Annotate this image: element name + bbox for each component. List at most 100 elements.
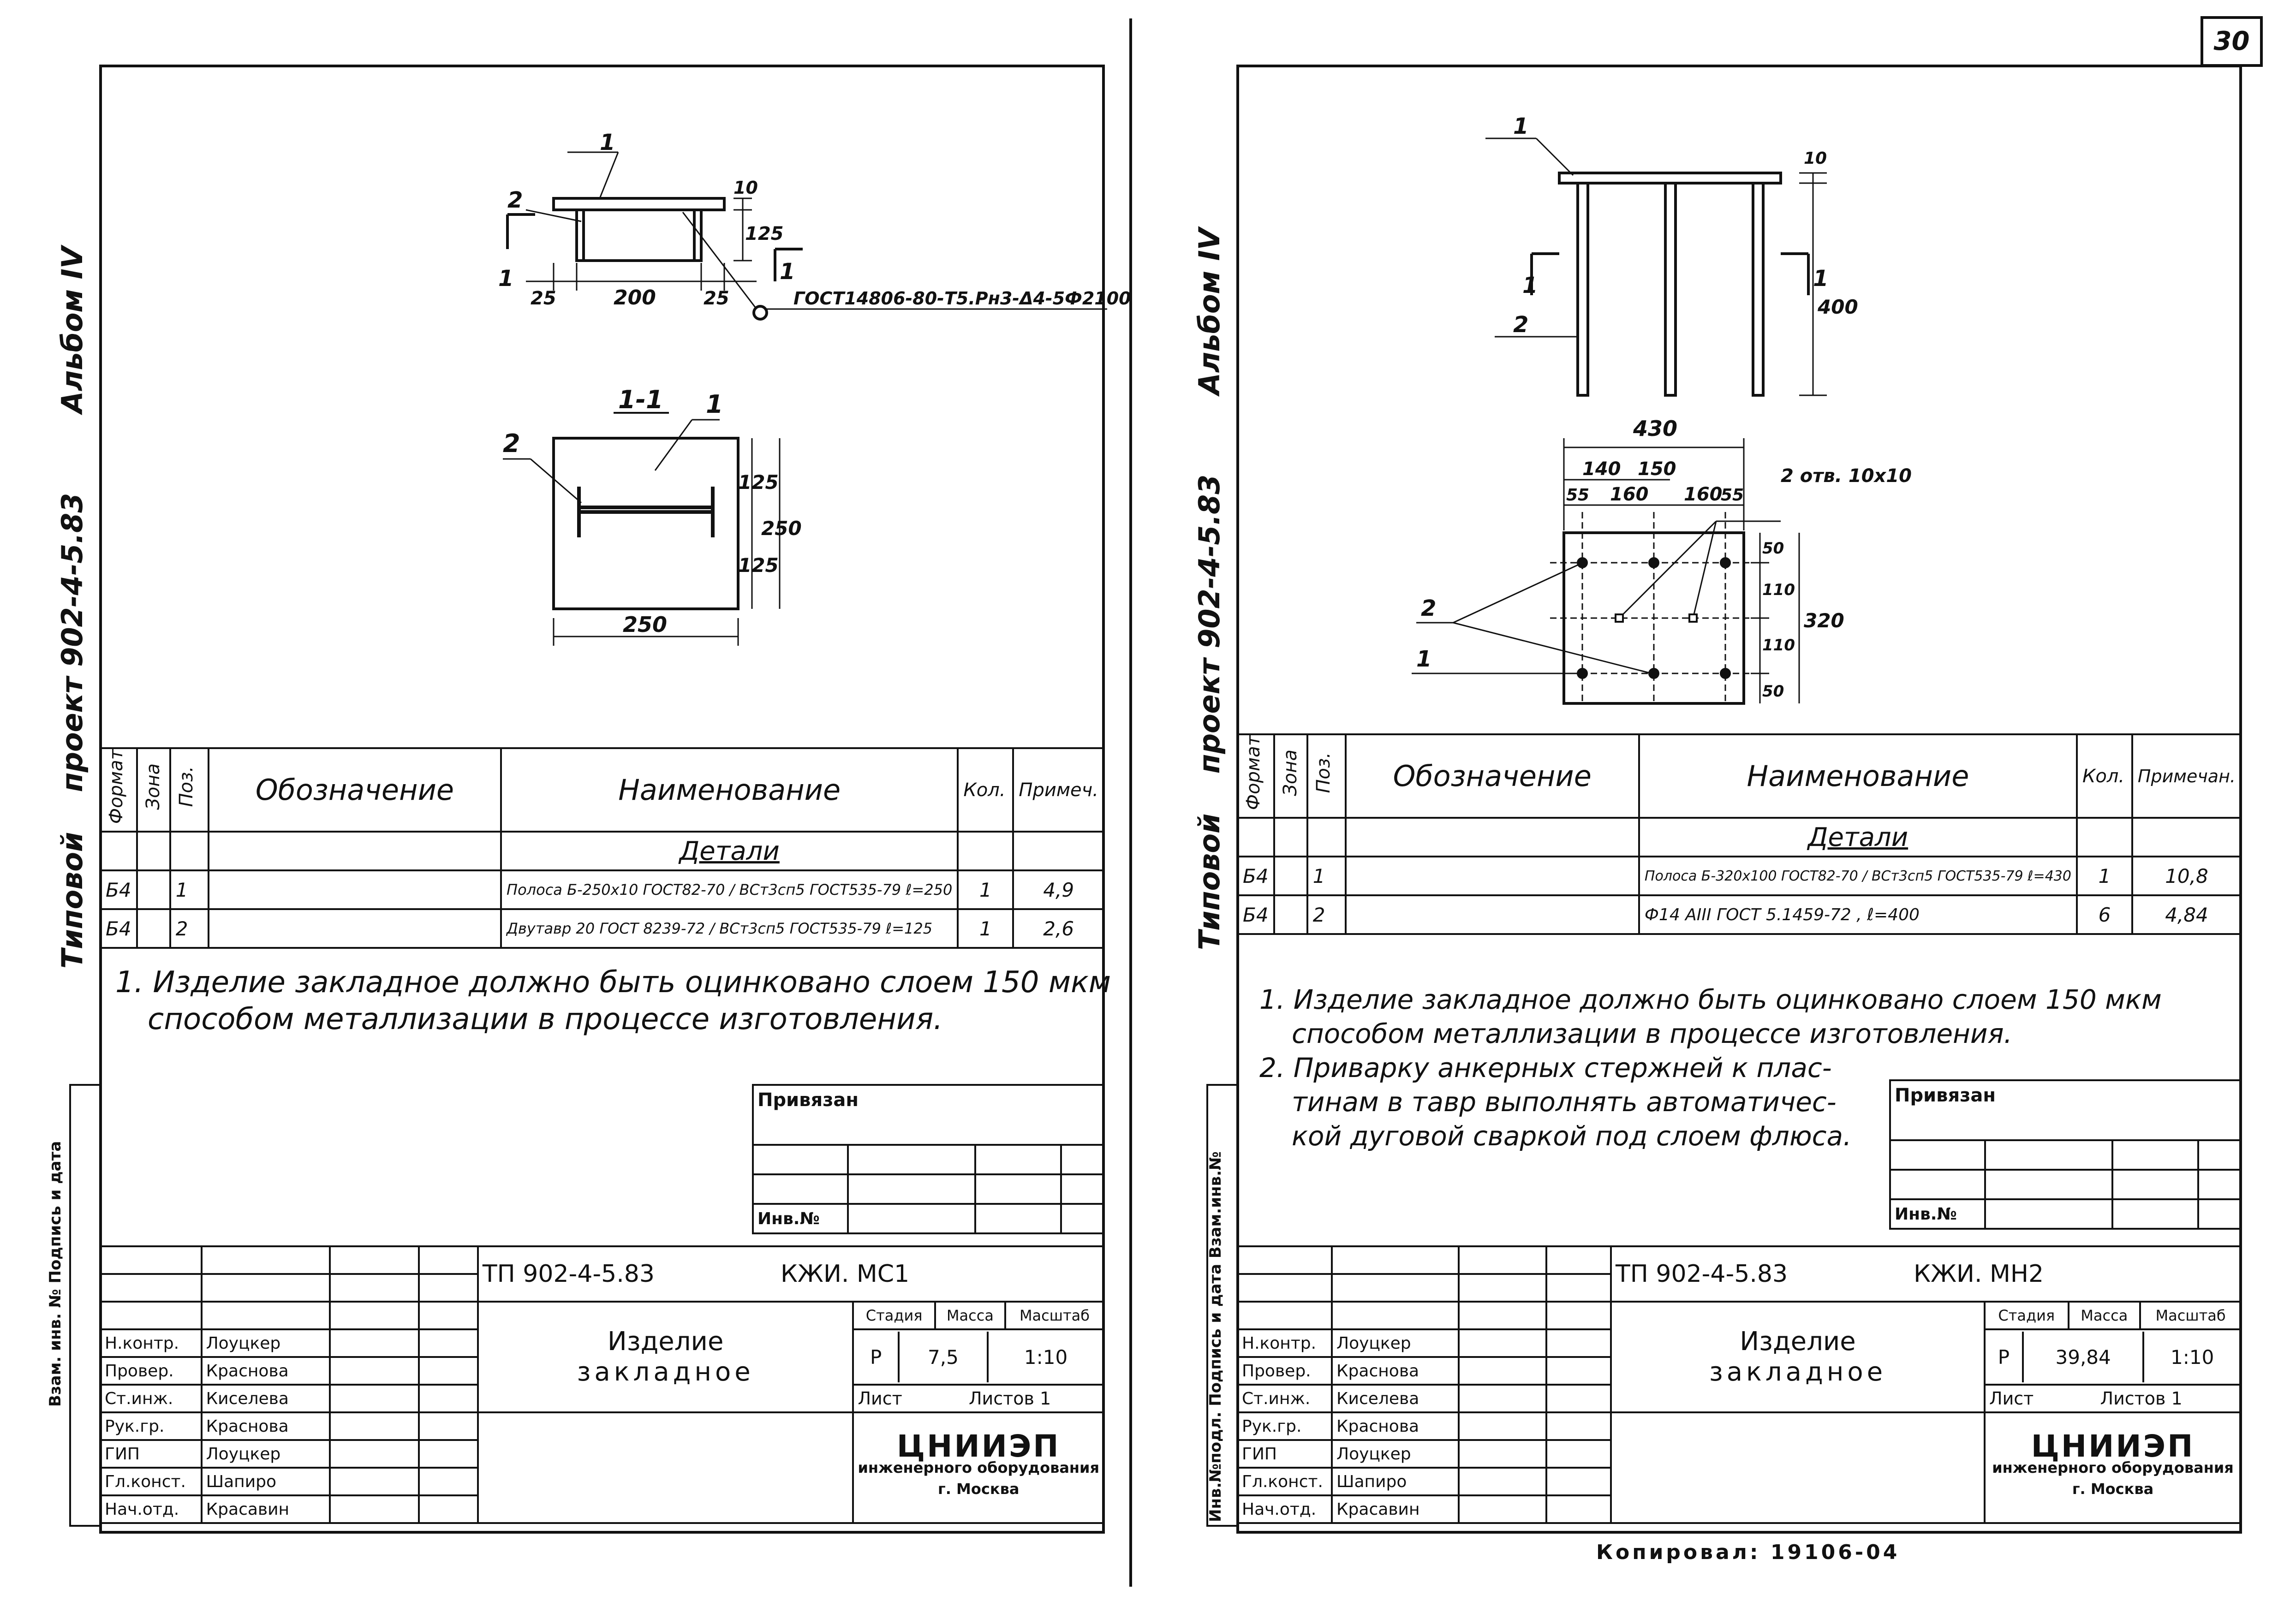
- title-code: ТП 902-4-5.83: [1616, 1260, 1788, 1288]
- spec-cell: 1: [2075, 856, 2133, 897]
- spec-h-format: Формат: [99, 747, 138, 833]
- name-cell: Шапиро: [200, 1467, 331, 1496]
- right-spec-table: Формат Зона Поз. Обозначение Наименовани…: [1236, 733, 2242, 935]
- left-side-stamp: Взам. инв. № Подпись и дата: [46, 1141, 65, 1407]
- plan-dim-height: 125: [745, 223, 784, 244]
- section-label-pos1: 1: [706, 390, 723, 419]
- title-mark: КЖИ. МН2: [1914, 1260, 2044, 1288]
- name-cell: Краснова: [1331, 1411, 1460, 1441]
- mass-header: Масса: [2068, 1303, 2141, 1328]
- mass-value: 39,84: [2022, 1332, 2145, 1382]
- section-dim-250h: 250: [623, 612, 667, 637]
- plan-dim-160a: 160: [1610, 484, 1649, 505]
- plan-dim-25b: 25: [704, 288, 729, 309]
- spec-h-note: Примечан.: [2131, 733, 2242, 819]
- role-cell: Ст.инж.: [1236, 1384, 1333, 1413]
- title-mark: КЖИ. МС1: [781, 1260, 910, 1288]
- name-cell: Красавин: [1331, 1494, 1460, 1524]
- name-cell: Киселева: [1331, 1384, 1460, 1413]
- plan-dim-150: 150: [1638, 458, 1676, 480]
- side-album: Альбом IV: [1193, 228, 1226, 395]
- plan-dim-140: 140: [1582, 458, 1621, 480]
- role-cell: ГИП: [99, 1439, 203, 1469]
- left-section-drawing: 1-1 1 2 125 125 250 250: [503, 385, 802, 646]
- table-row: Б4 1 Полоса Б-250х10 ГОСТ82-70 / ВСт3сп5…: [99, 869, 1105, 911]
- sheets-header: Листов 1: [968, 1388, 1051, 1409]
- title-line: закладное: [1709, 1357, 1887, 1387]
- anchor-rod: [1664, 182, 1677, 397]
- spec-h-pos: Поз.: [169, 747, 209, 833]
- binding-label: Привязан: [1889, 1079, 2242, 1141]
- table-row: Б4 2 Ф14 АIII ГОСТ 5.1459-72 , ℓ=400 6 4…: [1236, 894, 2242, 935]
- sheet-header: Лист: [1989, 1388, 2034, 1409]
- plan-dim-160b: 160: [1684, 484, 1723, 505]
- spec-cell: 2,6: [1012, 908, 1105, 949]
- plan-dim-v50b: 50: [1762, 682, 1784, 701]
- name-cell: Краснова: [200, 1356, 331, 1386]
- spec-cell: 4,9: [1012, 869, 1105, 911]
- stage-header: Стадия: [854, 1303, 936, 1328]
- spec-h-format: Формат: [1236, 733, 1275, 819]
- title-name: Изделие закладное: [477, 1301, 854, 1413]
- left-side-title: Типовой проект 902-4-5.83 Альбом IV: [55, 246, 89, 969]
- spec-cell: Ф14 АIII ГОСТ 5.1459-72 , ℓ=400: [1638, 894, 2078, 935]
- section-dim-250v: 250: [761, 517, 802, 540]
- org-logo: ЦНИИЭП: [2031, 1428, 2195, 1464]
- name-cell: Киселева: [200, 1384, 331, 1413]
- spec-cell: Б4: [99, 908, 138, 949]
- left-binding-box: Привязан Инв.№: [752, 1084, 1105, 1234]
- left-plan-drawing: 1 2 10 125 25 200 25 1 1 ГОСТ14806-80-Т5…: [498, 130, 1131, 321]
- plan-weld-note: ГОСТ14806-80-Т5.Рн3-Δ4-5Ф2100: [793, 288, 1131, 309]
- scale-header: Масштаб: [1019, 1307, 1090, 1324]
- plan-dim-25a: 25: [531, 288, 556, 309]
- plan-dim-320: 320: [1804, 609, 1844, 632]
- name-cell: Красавин: [200, 1494, 331, 1524]
- role-cell: Провер.: [1236, 1356, 1333, 1386]
- spec-h-name: Наименование: [1638, 733, 2078, 819]
- spec-cell: Б4: [99, 869, 138, 911]
- spec-section-title: Детали: [1638, 817, 2078, 858]
- spec-h-qty: Кол.: [957, 747, 1014, 833]
- name-cell: Краснова: [1331, 1356, 1460, 1386]
- note-line: 1. Изделие закладное должно быть оцинков…: [115, 965, 1111, 1000]
- scale-value: 1:10: [1024, 1345, 1068, 1369]
- plan-dim-v50a: 50: [1762, 539, 1784, 558]
- elev-cut-right: 1: [1813, 266, 1828, 292]
- elev-dim-height: 400: [1817, 296, 1858, 318]
- spec-cell: Двутавр 20 ГОСТ 8239-72 / ВСт3сп5 ГОСТ53…: [500, 908, 959, 949]
- org-line: инженерного оборудования: [1992, 1459, 2234, 1476]
- binding-inv: Инв.№: [1889, 1198, 1986, 1230]
- title-name: Изделие закладное: [1610, 1301, 1986, 1413]
- side-project: проект 902-4-5.83: [1193, 474, 1226, 774]
- plan-dim-55a: 55: [1566, 486, 1589, 505]
- note-line: кой дуговой сваркой под слоем флюса.: [1292, 1120, 1852, 1152]
- spec-h-note: Примеч.: [1012, 747, 1105, 833]
- spec-cell: 1: [1306, 856, 1347, 897]
- title-line: закладное: [577, 1357, 754, 1387]
- sheets-header: Листов 1: [2100, 1388, 2183, 1409]
- role-cell: Н.контр.: [99, 1328, 203, 1358]
- plan-cut-right: 1: [780, 259, 795, 285]
- mass-header: Масса: [935, 1303, 1006, 1328]
- spec-h-designation: Обозначение: [1344, 733, 1640, 819]
- name-cell: Шапиро: [1331, 1467, 1460, 1496]
- spec-cell: 6: [2075, 894, 2133, 935]
- sheet-header: Лист: [858, 1388, 902, 1409]
- right-side-title: Типовой проект 902-4-5.83 Альбом IV: [1193, 228, 1226, 950]
- mass-value: 7,5: [898, 1332, 989, 1382]
- scale-value: 1:10: [2171, 1345, 2214, 1369]
- role-cell: Провер.: [99, 1356, 203, 1386]
- binding-inv: Инв.№: [752, 1203, 849, 1234]
- side-series: Типовой: [1193, 813, 1226, 950]
- org-logo: ЦНИИЭП: [896, 1428, 1061, 1464]
- side-stamp-text: Взам. инв. № Подпись и дата: [46, 1141, 65, 1407]
- role-cell: Рук.гр.: [99, 1411, 203, 1441]
- role-cell: Рук.гр.: [1236, 1411, 1333, 1441]
- role-cell: Гл.конст.: [99, 1467, 203, 1496]
- note-line: 2. Приварку анкерных стержней к плас-: [1259, 1052, 1832, 1083]
- elev-label-pos2: 2: [1513, 312, 1528, 338]
- right-plan-drawing: 430 140 150 55 160 160 55 2 отв. 10х10 5…: [1412, 416, 1912, 705]
- right-title-block: ТП 902-4-5.83 КЖИ. МН2 Изделие закладное…: [1236, 1245, 2242, 1524]
- note-line: тинам в тавр выполнять автоматичес-: [1292, 1086, 1837, 1118]
- section-plate: [552, 437, 739, 610]
